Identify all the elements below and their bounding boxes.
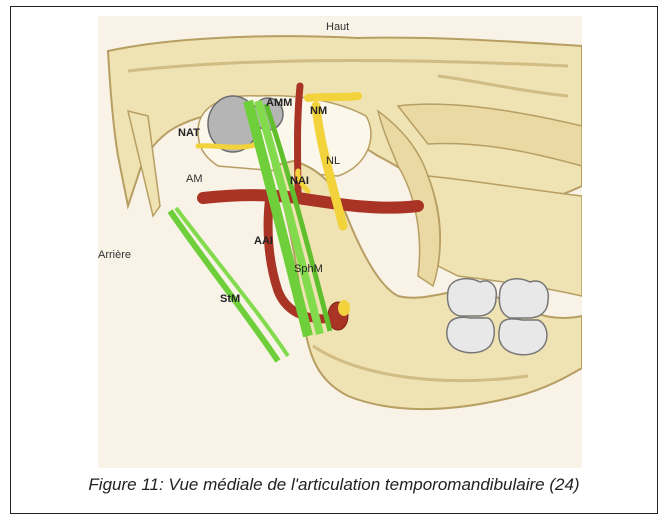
label-stm: StM <box>220 293 240 305</box>
molar-4 <box>499 319 547 355</box>
figure-caption: Figure 11: Vue médiale de l'articulation… <box>0 475 668 495</box>
label-sphm: SphM <box>294 263 323 275</box>
molar-1 <box>448 279 497 316</box>
label-nat: NAT <box>178 127 200 139</box>
label-nl: NL <box>326 155 340 167</box>
label-am: AM <box>186 173 203 185</box>
label-arriere: Arrière <box>98 249 131 261</box>
label-nai: NAI <box>290 175 309 187</box>
label-haut: Haut <box>326 21 349 33</box>
tmj-medial-illustration: Haut Arrière AMM NM NAT NL NAI AM AAI Sp… <box>98 16 582 468</box>
label-amm: AMM <box>266 97 292 109</box>
auriculotemporal-nerve <box>198 144 258 147</box>
mandibular-nerve <box>308 96 358 98</box>
label-nm: NM <box>310 105 327 117</box>
lingula <box>338 300 350 316</box>
label-aai: AAI <box>254 235 273 247</box>
molar-2 <box>499 279 548 318</box>
molar-3 <box>447 317 494 352</box>
